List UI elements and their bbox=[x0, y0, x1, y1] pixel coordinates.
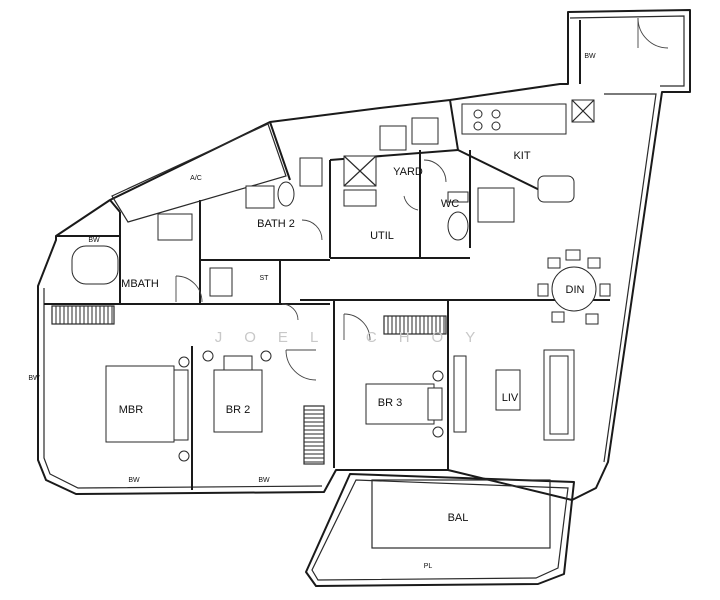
outer-walls bbox=[37, 9, 691, 501]
hatch-lines bbox=[55, 306, 445, 463]
din-label: DIN bbox=[566, 284, 585, 296]
bal-label: BAL bbox=[448, 512, 469, 524]
doors bbox=[175, 17, 669, 381]
fixtures bbox=[71, 99, 595, 297]
bw-label-mbath: BW bbox=[88, 237, 100, 244]
ac-ledge bbox=[111, 123, 287, 223]
dining-table bbox=[537, 249, 611, 325]
util-label: UTIL bbox=[370, 230, 394, 242]
watermark-text: JOEL CHOY bbox=[215, 329, 497, 346]
bw-label-top-right: BW bbox=[584, 53, 596, 60]
bw-label-left: BW bbox=[28, 375, 40, 382]
liv-label: LIV bbox=[502, 392, 519, 404]
ac-label: A/C bbox=[190, 175, 202, 182]
wardrobes-hatched bbox=[51, 305, 447, 465]
mbath-label: MBATH bbox=[121, 278, 159, 290]
furniture bbox=[105, 349, 575, 462]
br2-label: BR 2 bbox=[226, 404, 250, 416]
bath2-label: BATH 2 bbox=[257, 218, 295, 230]
kit-label: KIT bbox=[513, 150, 530, 162]
yard-label: YARD bbox=[393, 166, 423, 178]
mbr-label: MBR bbox=[119, 404, 144, 416]
room-labels: A/C BW BW BW BW BW KIT YARD WC UTIL BATH… bbox=[28, 53, 596, 570]
bw-label-bottom-mbr: BW bbox=[128, 477, 140, 484]
st-label: ST bbox=[260, 275, 270, 282]
balcony bbox=[305, 473, 575, 587]
bw-label-bottom-br2: BW bbox=[258, 477, 270, 484]
pl-label: PL bbox=[424, 563, 433, 570]
wc-label: WC bbox=[441, 198, 459, 210]
br3-label: BR 3 bbox=[378, 397, 402, 409]
